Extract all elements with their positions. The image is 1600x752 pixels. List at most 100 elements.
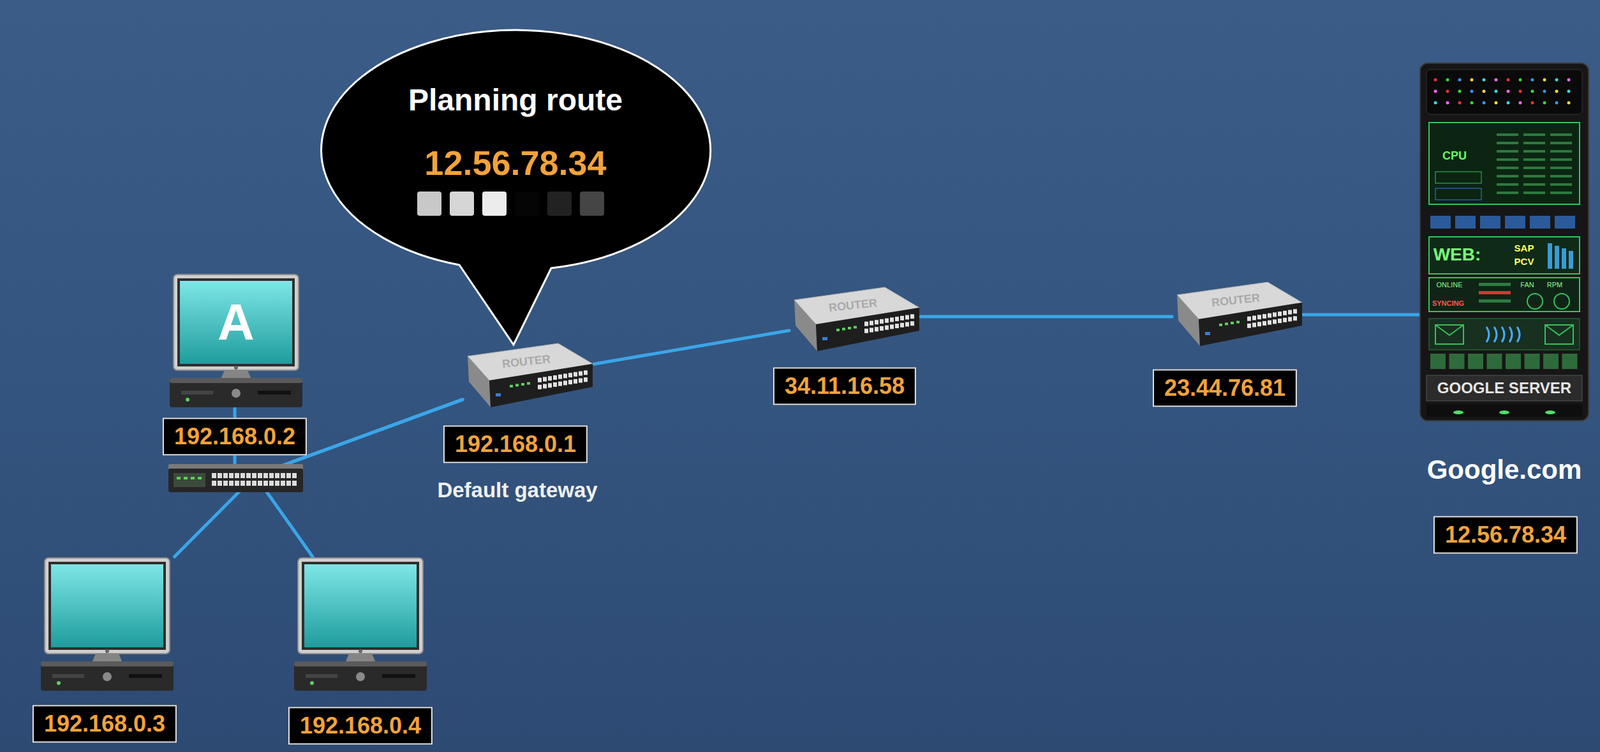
server-panel-label: FAN — [1520, 280, 1534, 289]
router-led — [521, 382, 525, 386]
desktop-top — [169, 377, 303, 383]
router-port — [573, 378, 578, 384]
server-strip-block — [1480, 215, 1501, 229]
status-bar — [1478, 299, 1511, 303]
router-port — [905, 315, 910, 320]
mail-icon — [1435, 324, 1464, 344]
signal-wave — [1517, 326, 1520, 342]
router-port — [553, 382, 557, 387]
switch-port — [286, 472, 291, 478]
router-port — [1267, 320, 1272, 325]
router-port — [1252, 315, 1257, 321]
router-port — [563, 373, 568, 378]
server-led — [1555, 78, 1559, 82]
router-port — [583, 377, 588, 382]
switch-port — [211, 480, 217, 486]
monitor-stand — [345, 653, 376, 663]
router-port — [910, 313, 915, 319]
server-led — [1446, 89, 1450, 94]
router-port — [1288, 310, 1292, 315]
router-port — [542, 384, 547, 389]
server-led — [1543, 89, 1547, 94]
cpu-bar — [1496, 158, 1519, 161]
server-led — [1506, 89, 1511, 94]
router-port — [1277, 311, 1282, 316]
server-panel-label: RPM — [1547, 280, 1563, 289]
server-led — [1434, 101, 1438, 105]
router-port — [537, 384, 542, 390]
router-port — [905, 322, 910, 327]
desktop-slot — [52, 673, 85, 678]
mail-icon — [1545, 324, 1574, 344]
router-port — [573, 371, 578, 377]
cpu-gauge — [1435, 188, 1482, 200]
router-port — [578, 378, 583, 383]
web-bar — [1554, 245, 1560, 269]
router-led — [853, 325, 857, 329]
web-bar — [1568, 250, 1574, 269]
switch-port — [246, 472, 251, 478]
router-front — [1198, 302, 1303, 346]
router-power — [495, 392, 501, 397]
server-led — [1494, 89, 1498, 94]
switch-port — [280, 472, 286, 478]
router-power — [822, 336, 828, 341]
switch-port — [246, 480, 251, 486]
server-strip-block — [1504, 215, 1526, 229]
router-led — [1230, 321, 1234, 325]
server-grid-block — [1449, 353, 1465, 369]
server-led — [1531, 89, 1535, 94]
switch-port — [269, 472, 274, 478]
mail-panel — [1429, 318, 1580, 350]
server-panel-label: CPU — [1442, 149, 1467, 163]
switch-port — [240, 472, 245, 478]
router-port — [900, 315, 904, 321]
server-grid-block — [1543, 353, 1559, 369]
server-strip-block — [1529, 215, 1551, 229]
router-port — [1277, 318, 1282, 323]
status-bar — [1478, 290, 1511, 295]
desktop-drive — [231, 388, 241, 398]
router-port — [558, 381, 563, 386]
server-led — [1458, 101, 1462, 105]
desktop-slot — [128, 673, 163, 678]
network-link — [1303, 313, 1421, 317]
server-nameplate — [1426, 375, 1583, 401]
monitor-bezel — [48, 561, 166, 650]
server-led — [1470, 78, 1474, 82]
cpu-bar — [1550, 174, 1572, 178]
server-panel-label: SAP — [1514, 243, 1535, 254]
desktop-unit — [294, 660, 427, 691]
router-port — [1288, 317, 1292, 322]
ip-address-label: 192.168.0.1 — [443, 424, 588, 463]
server-grid-block — [1505, 353, 1521, 369]
router-port — [1257, 321, 1262, 326]
cpu-bar — [1550, 149, 1572, 153]
router-port — [1282, 310, 1287, 316]
cpu-bar — [1496, 174, 1519, 178]
switch-port — [223, 480, 228, 486]
desktop-drive — [102, 671, 112, 681]
router-power — [1205, 331, 1211, 335]
ip-address-label: 34.11.16.58 — [773, 366, 917, 405]
server-base-led — [1453, 410, 1464, 415]
switch-port — [292, 480, 297, 486]
cpu-bar — [1523, 191, 1546, 194]
cpu-bar — [1550, 166, 1572, 170]
server-domain: Google.com — [1427, 453, 1583, 486]
ip-address-label: 192.168.0.2 — [162, 417, 307, 455]
router-led — [526, 382, 531, 385]
bubble-heading: Planning route — [408, 81, 623, 119]
router-port — [1272, 318, 1277, 324]
server-panel-label: ONLINE — [1436, 280, 1463, 289]
server-symbol — [1420, 63, 1589, 421]
cpu-bar — [1496, 166, 1519, 170]
router-led — [847, 326, 852, 330]
server-led — [1518, 101, 1523, 105]
router-port — [879, 325, 884, 331]
router-side — [794, 299, 818, 351]
router-symbol — [462, 341, 594, 409]
signal-wave — [1501, 326, 1505, 342]
status-panel — [1429, 277, 1580, 312]
cpu-bar — [1496, 191, 1519, 194]
